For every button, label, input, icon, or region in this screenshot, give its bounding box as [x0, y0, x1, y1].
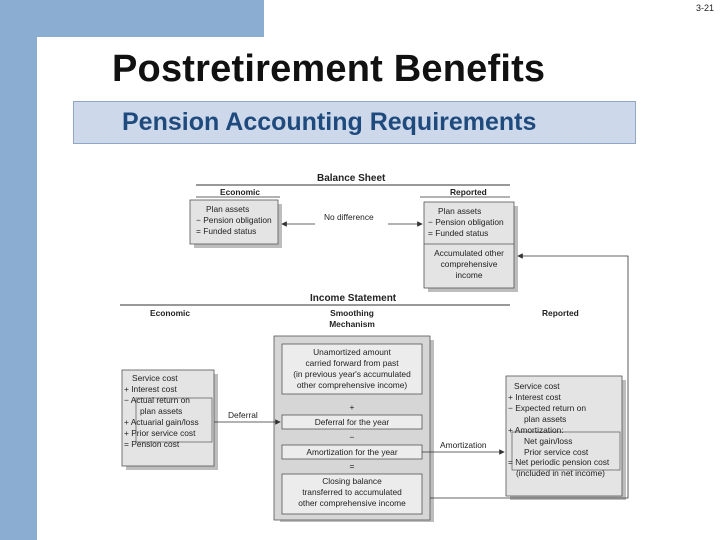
slide-title: Postretirement Benefits	[112, 48, 546, 90]
is-reported-label: Reported	[542, 308, 579, 318]
is-economic-inner-box	[135, 397, 213, 443]
no-difference-label: No difference	[324, 212, 374, 222]
is-reported-line: Net gain/loss	[524, 435, 573, 446]
is-economic-line: − Actual return on	[124, 394, 190, 405]
bs-economic-box-text: Plan assets − Pension obligation = Funde…	[196, 204, 272, 237]
aoci-line: comprehensive	[440, 258, 498, 269]
amortization-label: Amortization	[440, 440, 487, 450]
is-economic-line: + Actuarial gain/loss	[124, 416, 199, 427]
bs-reported-box-text: Plan assets − Pension obligation = Funde…	[428, 206, 504, 239]
closing-line: Closing balance	[322, 476, 382, 486]
plus-operator: +	[349, 402, 355, 412]
unamortized-line: carried forward from past	[305, 357, 399, 368]
equals-operator: =	[349, 461, 355, 471]
header-accent-bar	[0, 0, 264, 37]
unamortized-line: other comprehensive income)	[296, 379, 408, 390]
slide-subtitle: Pension Accounting Requirements	[122, 108, 537, 136]
bs-economic-box	[189, 199, 279, 245]
is-reported-line: + Amortization:	[508, 424, 564, 435]
amortization-year-text: Amortization for the year	[306, 447, 398, 457]
bs-economic-line: = Funded status	[196, 225, 257, 236]
is-reported-line: (included in net income)	[516, 468, 605, 479]
is-reported-line: Prior service cost	[524, 446, 589, 457]
bs-reported-line: = Funded status	[428, 227, 489, 238]
is-reported-box	[505, 375, 623, 497]
is-reported-line: = Net periodic pension cost	[508, 457, 610, 468]
is-economic-line: + Prior service cost	[124, 427, 196, 438]
bs-economic-line: Plan assets	[206, 204, 250, 214]
deferral-year-box	[281, 414, 423, 430]
is-reported-box-text: Service cost + Interest cost − Expected …	[508, 381, 609, 479]
is-economic-label: Economic	[150, 308, 191, 318]
closing-line: other comprehensive income	[298, 497, 406, 508]
is-economic-box-text: Service cost + Interest cost − Actual re…	[124, 373, 199, 449]
smoothing-label: Smoothing	[330, 308, 374, 318]
is-reported-inner-box	[511, 431, 621, 471]
mechanism-label: Mechanism	[329, 319, 375, 329]
bs-economic-line: − Pension obligation	[196, 214, 272, 225]
is-economic-line: plan assets	[140, 405, 183, 416]
is-economic-line: = Pension cost	[124, 438, 180, 449]
minus-operator: −	[349, 432, 355, 442]
aoci-line: Accumulated other	[434, 248, 504, 258]
income-statement-heading: Income Statement	[310, 293, 397, 304]
bs-reported-box	[423, 201, 515, 289]
closing-balance-text: Closing balance transferred to accumulat…	[282, 476, 422, 509]
bs-economic-label: Economic	[220, 187, 261, 197]
closing-balance-box	[281, 473, 423, 515]
left-accent-bar	[0, 0, 37, 540]
subtitle-banner	[73, 101, 636, 144]
is-economic-line: Service cost	[132, 373, 178, 383]
is-reported-line: − Expected return on	[508, 402, 586, 413]
balance-sheet-heading: Balance Sheet	[317, 173, 386, 184]
is-reported-line: plan assets	[524, 413, 567, 424]
diagram-lines	[120, 184, 629, 522]
aoci-box-text: Accumulated other comprehensive income	[424, 248, 514, 281]
bs-reported-line: Plan assets	[438, 206, 482, 216]
is-economic-line: + Interest cost	[124, 383, 177, 394]
is-reported-line: + Interest cost	[508, 391, 561, 402]
unamortized-box	[281, 343, 423, 395]
unamortized-text: Unamortized amount carried forward from …	[282, 347, 422, 391]
slide-number: 3-21	[695, 3, 714, 13]
deferral-year-text: Deferral for the year	[314, 417, 390, 427]
is-reported-line: Service cost	[514, 381, 560, 391]
pension-accounting-diagram: Balance Sheet Economic Reported Plan ass…	[110, 166, 640, 526]
is-economic-box	[121, 369, 215, 467]
bs-reported-line: − Pension obligation	[428, 216, 504, 227]
bs-reported-label: Reported	[450, 187, 487, 197]
unamortized-line: (in previous year's accumulated	[293, 368, 411, 379]
closing-to-aoci-arrow	[430, 253, 629, 499]
closing-line: transferred to accumulated	[302, 486, 402, 497]
aoci-line: income	[455, 269, 483, 280]
deferral-label: Deferral	[228, 410, 258, 420]
unamortized-line: Unamortized amount	[313, 347, 391, 357]
